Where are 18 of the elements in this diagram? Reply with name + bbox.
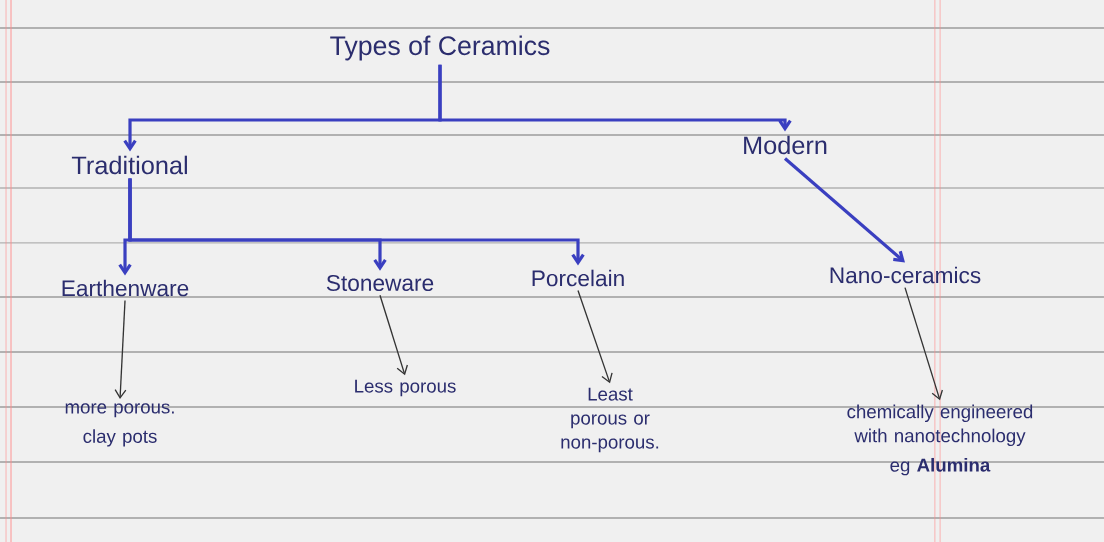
arrow — [438, 64, 792, 132]
arrow — [114, 299, 127, 400]
type-text: Porcelain — [532, 269, 624, 287]
note-text: chemically engineered with nanotechnology eg Alumina — [847, 404, 1033, 476]
arrow — [128, 178, 585, 266]
arrow — [904, 286, 944, 401]
type-text: Earthenware — [62, 279, 189, 297]
arrow — [379, 294, 409, 376]
category-text: Modern — [744, 135, 827, 155]
heading-text: Types of Ceramics — [330, 35, 550, 61]
note-text: Least porous or non-porous. — [561, 387, 659, 453]
arrow — [783, 157, 905, 263]
note-text: more porous. clay pots — [65, 403, 174, 447]
note-text: Less porous — [355, 379, 456, 397]
type-text: Nano-ceramics — [830, 266, 981, 284]
category-text: Traditional — [71, 155, 187, 175]
arrow — [577, 289, 613, 384]
type-text: Stoneware — [326, 274, 434, 292]
